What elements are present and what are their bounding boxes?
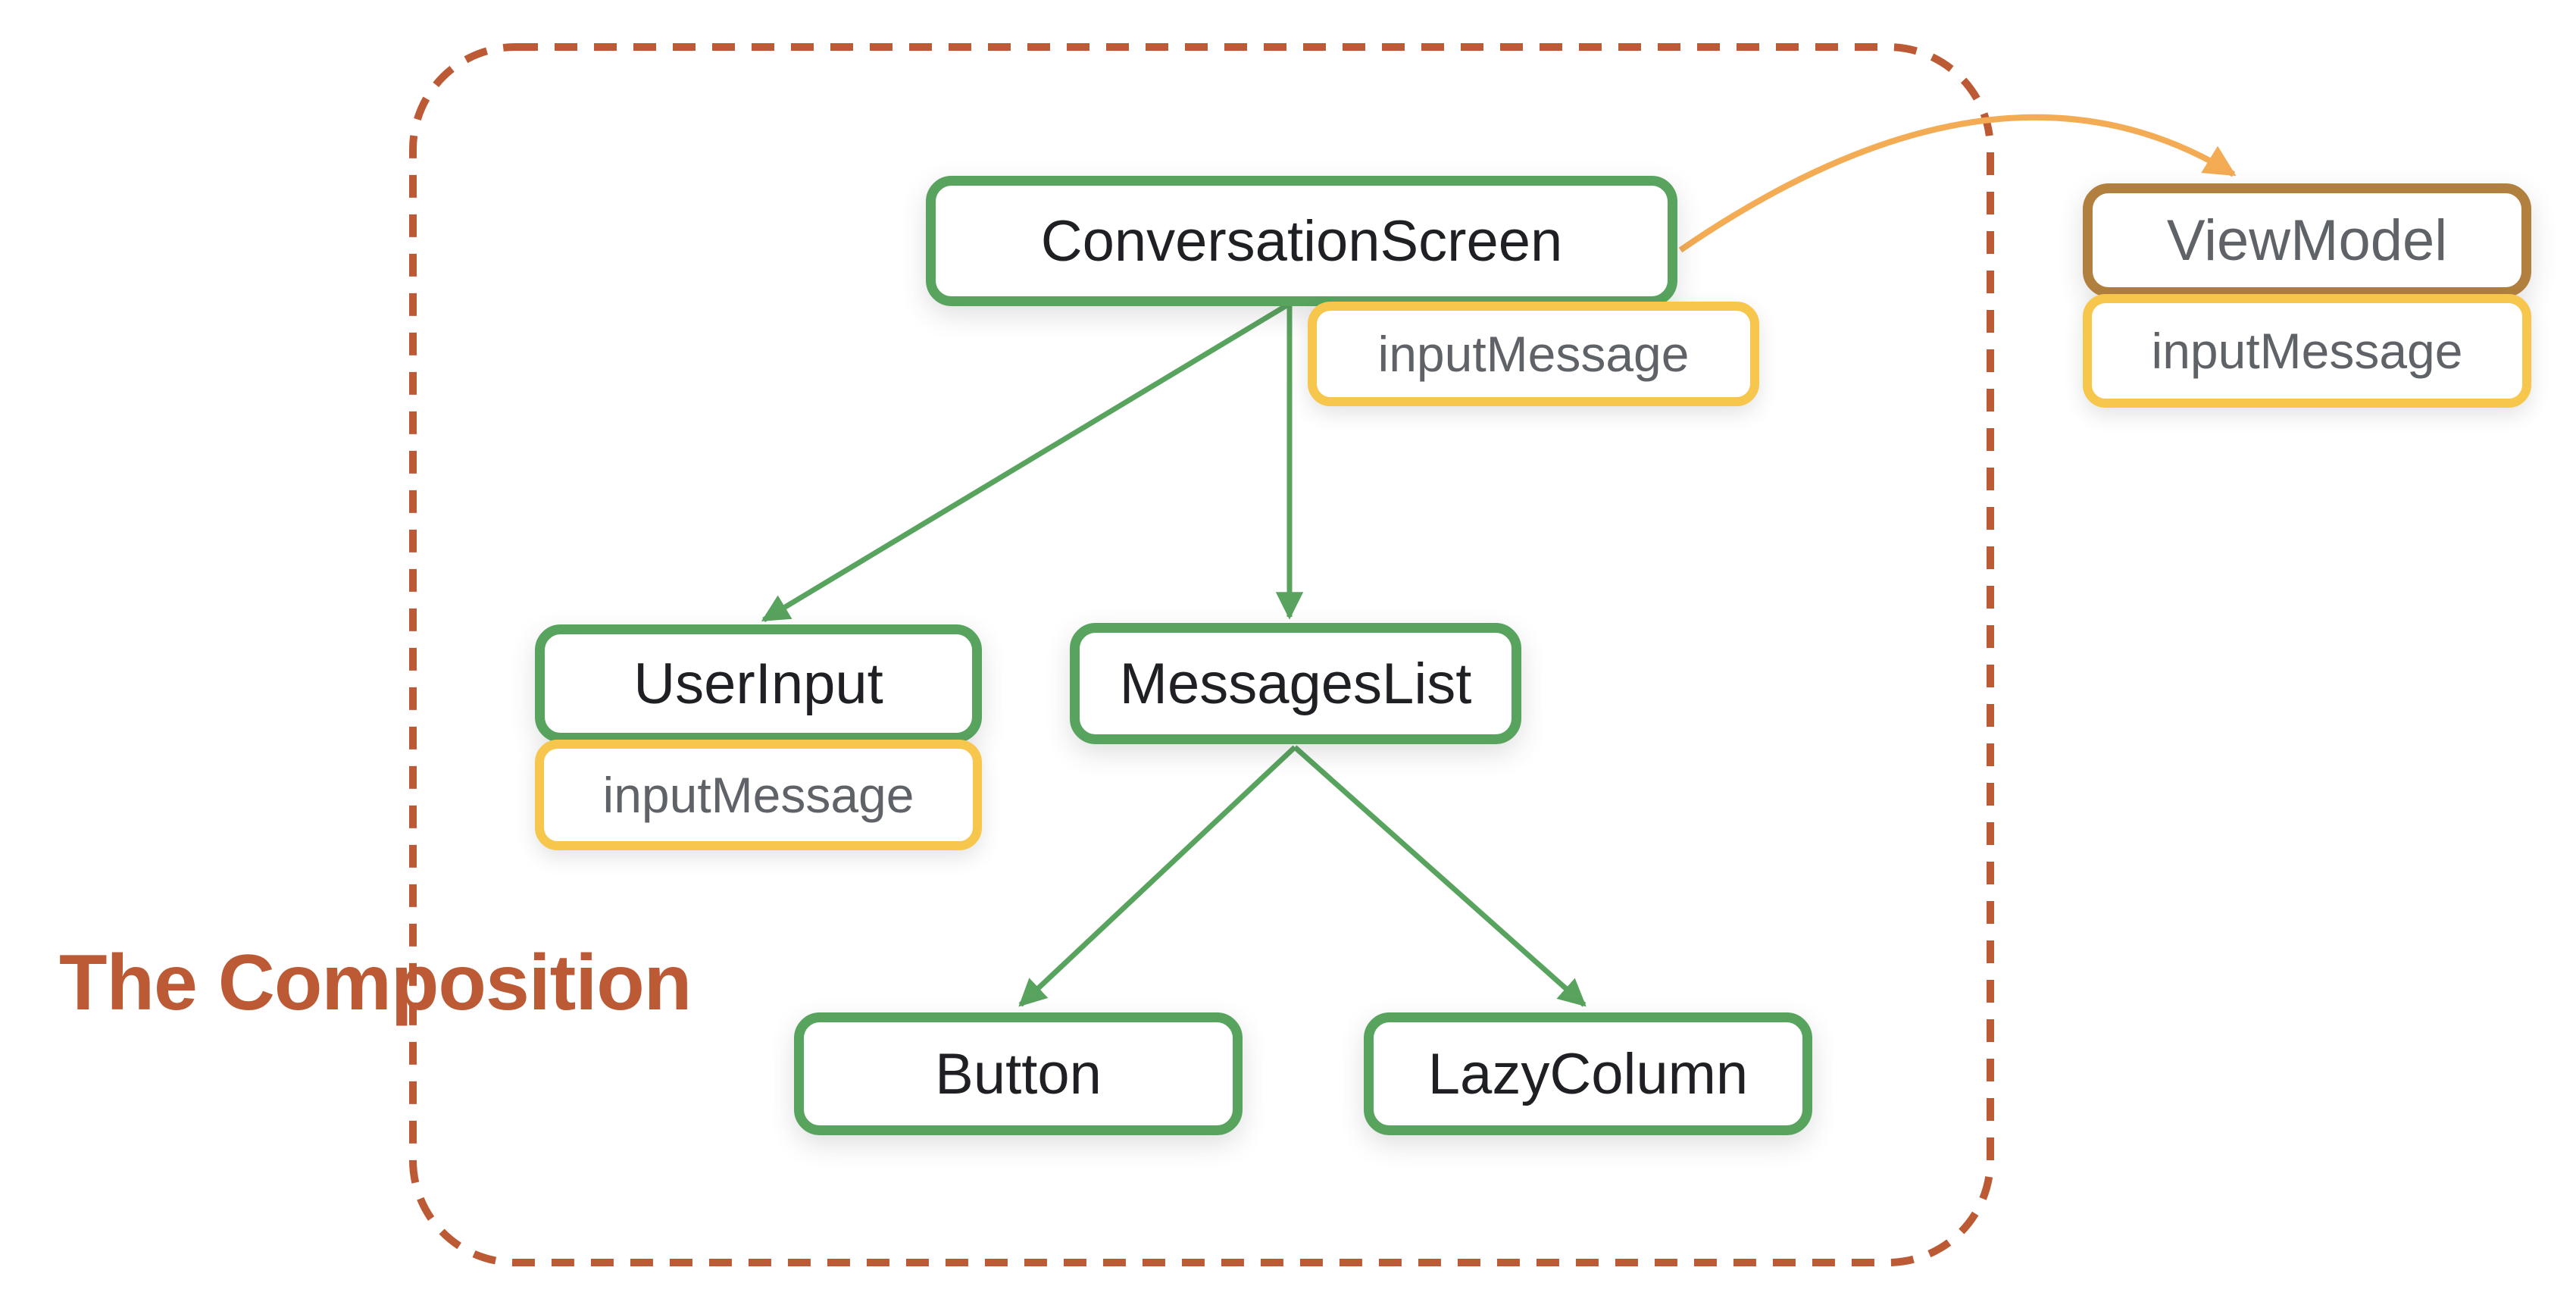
node-conversation-screen: ConversationScreen [926,176,1677,306]
edge-conversationscreen-userinput [761,302,1290,622]
state-badge-view-model-label: inputMessage [2151,323,2463,379]
node-button-label: Button [935,1041,1102,1106]
state-badge-view-model: inputMessage [2083,294,2531,408]
composition-title: The Composition [59,939,692,1027]
node-view-model: ViewModel [2083,183,2531,297]
state-badge-user-input-label: inputMessage [602,767,914,823]
state-badge-conversation-screen-label: inputMessage [1377,326,1690,382]
state-badge-user-input: inputMessage [535,740,982,850]
state-badge-conversation-screen: inputMessage [1308,302,1759,406]
edge-messageslist-lazycolumn [1293,745,1587,1007]
node-messages-list-label: MessagesList [1119,651,1472,716]
node-user-input: UserInput [535,624,982,743]
node-lazy-column-label: LazyColumn [1427,1041,1749,1106]
node-view-model-label: ViewModel [2166,208,2448,273]
node-conversation-screen-label: ConversationScreen [1040,208,1563,274]
node-button: Button [794,1012,1243,1135]
composition-boundary-outline [409,43,1994,1266]
edge-messageslist-button [1018,745,1297,1007]
edge-conversationscreen-viewmodel-state-flow [1678,114,2237,253]
node-messages-list: MessagesList [1070,623,1521,744]
node-lazy-column: LazyColumn [1364,1012,1812,1135]
node-user-input-label: UserInput [633,651,883,716]
